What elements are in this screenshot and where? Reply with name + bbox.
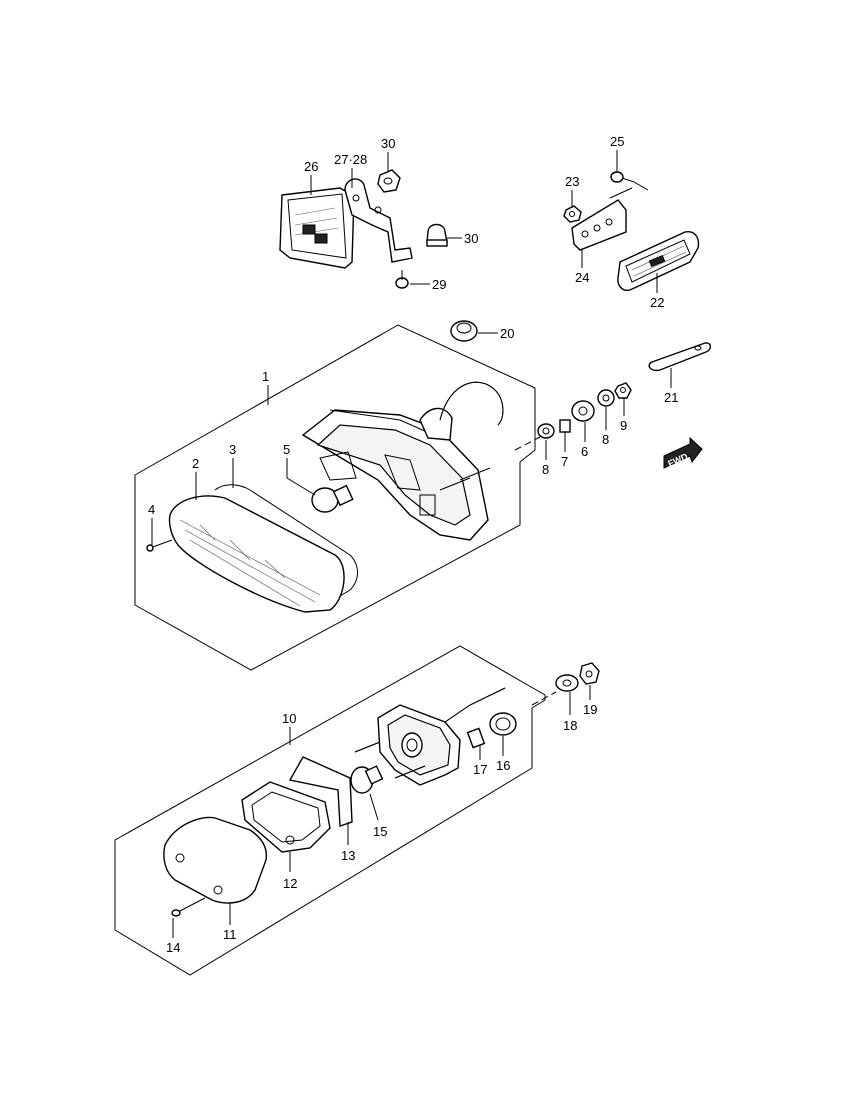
callout-15: 15 bbox=[373, 824, 387, 839]
callout-5: 5 bbox=[283, 442, 290, 457]
screw-14 bbox=[171, 897, 206, 917]
callout-26: 26 bbox=[304, 159, 318, 174]
callout-2: 2 bbox=[192, 456, 199, 471]
license-bulb-15 bbox=[350, 765, 384, 794]
callout-3: 3 bbox=[229, 442, 236, 457]
callout-6: 6 bbox=[581, 444, 588, 459]
screw-29 bbox=[395, 270, 409, 289]
callout-19: 19 bbox=[583, 702, 597, 717]
callout-25: 25 bbox=[610, 134, 624, 149]
callout-30b: 30 bbox=[464, 231, 478, 246]
callout-4: 4 bbox=[148, 502, 155, 517]
clamp-21 bbox=[648, 342, 712, 372]
callout-10: 10 bbox=[282, 711, 296, 726]
callout-17: 17 bbox=[473, 762, 487, 777]
bolt-25 bbox=[610, 171, 635, 183]
collar-7 bbox=[559, 419, 571, 433]
callout-11: 11 bbox=[223, 927, 237, 942]
grommet-16 bbox=[489, 712, 517, 736]
reflector-plate-24 bbox=[571, 199, 627, 251]
license-lamp-housing bbox=[354, 687, 506, 786]
callout-27-28: 27·28 bbox=[334, 152, 367, 167]
callout-18: 18 bbox=[563, 718, 577, 733]
license-lens-11 bbox=[163, 816, 268, 904]
grommet-20 bbox=[450, 320, 478, 342]
tail-lens bbox=[168, 495, 345, 613]
nut-30a bbox=[377, 169, 401, 193]
callout-9: 9 bbox=[620, 418, 627, 433]
callout-1: 1 bbox=[262, 369, 269, 384]
washer-8b bbox=[597, 389, 615, 407]
callout-23: 23 bbox=[565, 174, 579, 189]
callout-7: 7 bbox=[561, 454, 568, 469]
callout-16: 16 bbox=[496, 758, 510, 773]
collar-17 bbox=[466, 727, 486, 749]
callout-12: 12 bbox=[283, 876, 297, 891]
cushion-6 bbox=[571, 400, 595, 422]
washer-18 bbox=[555, 674, 579, 692]
callout-8a: 8 bbox=[542, 462, 549, 477]
nut-9 bbox=[614, 382, 632, 399]
callout-24: 24 bbox=[575, 270, 589, 285]
callout-labels: 1 2 3 4 5 6 7 8 8 9 10 11 12 13 14 15 16… bbox=[148, 134, 678, 955]
leader-lines bbox=[151, 150, 672, 938]
cap-nut-30b bbox=[426, 223, 448, 247]
washer-8a bbox=[537, 423, 555, 439]
lens-screw bbox=[146, 539, 173, 552]
callout-8b: 8 bbox=[602, 432, 609, 447]
reflector-22 bbox=[617, 231, 700, 292]
reflector-bracket-27-28 bbox=[344, 178, 413, 263]
gasket-13 bbox=[288, 756, 353, 827]
bracket-12 bbox=[241, 781, 331, 853]
callout-21: 21 bbox=[664, 390, 678, 405]
lens-gasket bbox=[214, 484, 358, 597]
callout-13: 13 bbox=[341, 848, 355, 863]
callout-14: 14 bbox=[166, 940, 180, 955]
nut-19 bbox=[579, 662, 600, 685]
nut-23 bbox=[563, 205, 582, 223]
callout-29: 29 bbox=[432, 277, 446, 292]
reflector-26 bbox=[279, 187, 355, 269]
callout-20: 20 bbox=[500, 326, 514, 341]
fwd-direction-badge: FWD bbox=[663, 436, 703, 469]
tail-bulb bbox=[311, 484, 354, 513]
tail-lamp-housing bbox=[301, 381, 504, 541]
callout-30a: 30 bbox=[381, 136, 395, 151]
license-lamp-assembly-box bbox=[114, 645, 546, 976]
tail-lamp-assembly-box bbox=[134, 324, 536, 671]
callout-22: 22 bbox=[650, 295, 664, 310]
